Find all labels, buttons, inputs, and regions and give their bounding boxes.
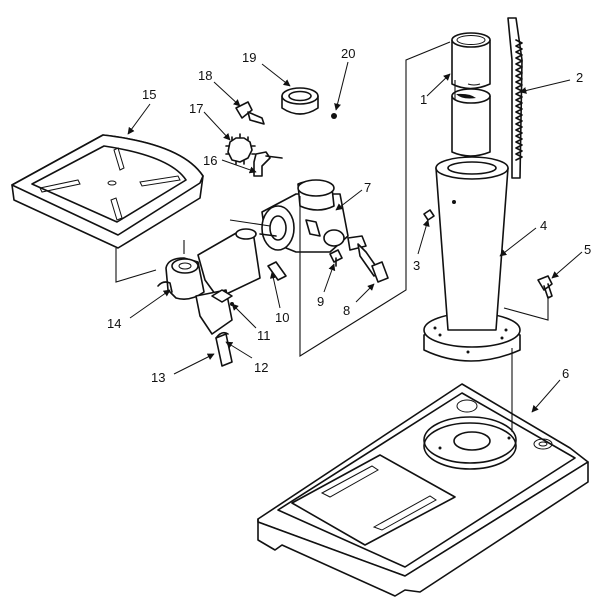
- callout-18: 18: [198, 68, 212, 83]
- leader-arrows: [127, 61, 583, 413]
- gear-part: [225, 133, 256, 165]
- hardware-parts-11-13: [211, 289, 234, 367]
- pin-part: [267, 261, 287, 281]
- base-part: [257, 383, 589, 597]
- callout-1: 1: [420, 92, 427, 107]
- callout-20: 20: [341, 46, 355, 61]
- callout-10: 10: [275, 310, 289, 325]
- bolt-part-18: [235, 101, 265, 125]
- callout-3: 3: [413, 258, 420, 273]
- rack-part: [507, 17, 523, 179]
- callout-17: 17: [189, 101, 203, 116]
- column-support-part: [423, 156, 521, 362]
- collar-ring-part: [281, 87, 319, 115]
- elbow-pin-part: [253, 151, 283, 177]
- callout-15: 15: [142, 87, 156, 102]
- callout-4: 4: [540, 218, 547, 233]
- callout-19: 19: [242, 50, 256, 65]
- set-screw-part: [423, 200, 456, 221]
- bolt-part: [537, 275, 553, 299]
- callout-9: 9: [317, 294, 324, 309]
- callout-8: 8: [343, 303, 350, 318]
- screw-part-9: [329, 249, 343, 267]
- callout-12: 12: [254, 360, 268, 375]
- crank-part: [347, 235, 389, 283]
- table-support-arm-part: [157, 228, 261, 335]
- callout-6: 6: [562, 366, 569, 381]
- head-housing-part: [259, 179, 349, 253]
- callout-2: 2: [576, 70, 583, 85]
- callout-13: 13: [151, 370, 165, 385]
- column-part: [451, 32, 491, 157]
- table-part: [11, 134, 204, 249]
- callout-11: 11: [257, 328, 271, 343]
- callout-labels: 1 2 3 4 5 6 7 8 9 10 11 12 13 14 15 16 1…: [107, 46, 591, 385]
- callout-16: 16: [203, 153, 217, 168]
- callout-14: 14: [107, 316, 121, 331]
- callout-7: 7: [364, 180, 371, 195]
- callout-5: 5: [584, 242, 591, 257]
- assembly-lines: [115, 41, 549, 432]
- set-screw-part-20: [331, 113, 337, 119]
